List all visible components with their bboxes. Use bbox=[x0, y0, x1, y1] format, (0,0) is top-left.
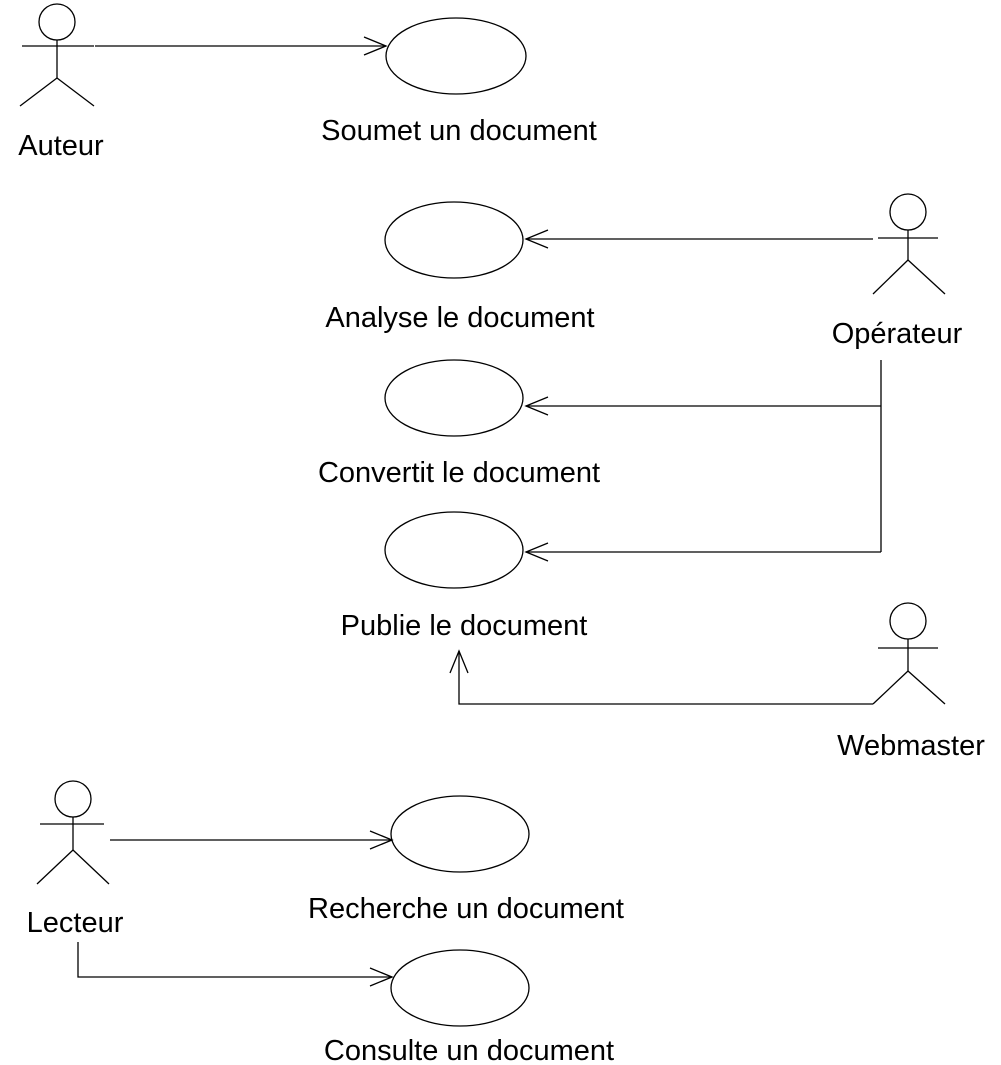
use-case-label-publie: Publie le document bbox=[341, 610, 588, 642]
use-case-ellipse bbox=[384, 201, 524, 279]
association-operateur-convertit-publie bbox=[524, 360, 882, 562]
actor-leg-left bbox=[19, 77, 58, 107]
actor-leg-right bbox=[72, 849, 110, 885]
use-case-soumet[interactable]: Soumet un document bbox=[321, 17, 597, 147]
arrowhead bbox=[363, 36, 388, 56]
arrowhead bbox=[524, 396, 549, 416]
association-line bbox=[77, 942, 392, 978]
association-lecteur-recherche bbox=[110, 830, 394, 850]
actor-operateur[interactable]: Opérateur bbox=[832, 193, 963, 350]
use-case-label-convertit: Convertit le document bbox=[318, 457, 600, 489]
actor-head bbox=[54, 780, 92, 818]
arrowhead bbox=[449, 649, 469, 674]
actor-label-auteur: Auteur bbox=[18, 130, 104, 162]
actor-leg-right bbox=[907, 670, 946, 705]
use-case-label-consulte: Consulte un document bbox=[324, 1035, 614, 1065]
use-case-label-recherche: Recherche un document bbox=[308, 893, 624, 925]
actor-auteur[interactable]: Auteur bbox=[18, 3, 104, 162]
use-case-ellipse bbox=[384, 359, 524, 437]
actor-label-webmaster: Webmaster bbox=[837, 730, 985, 762]
actor-head bbox=[38, 3, 76, 41]
use-case-consulte[interactable]: Consulte un document bbox=[324, 949, 614, 1065]
use-case-ellipse bbox=[384, 511, 524, 589]
actor-leg-left bbox=[872, 670, 909, 705]
actor-label-lecteur: Lecteur bbox=[27, 907, 124, 939]
actor-leg-left bbox=[872, 259, 909, 295]
association-auteur-soumet bbox=[95, 36, 388, 56]
actor-leg-right bbox=[56, 77, 95, 107]
arrowhead bbox=[369, 830, 394, 850]
association-operateur-analyse bbox=[524, 229, 873, 249]
use-case-ellipse bbox=[390, 795, 530, 873]
actor-leg-left bbox=[36, 849, 74, 885]
actor-lecteur[interactable]: Lecteur bbox=[27, 780, 124, 939]
use-case-convertit[interactable]: Convertit le document bbox=[318, 359, 600, 489]
arrowhead bbox=[524, 542, 549, 562]
actor-webmaster[interactable]: Webmaster bbox=[837, 602, 985, 762]
use-case-label-soumet: Soumet un document bbox=[321, 115, 597, 147]
actor-leg-right bbox=[907, 259, 946, 295]
use-case-ellipse bbox=[385, 17, 527, 95]
use-case-recherche[interactable]: Recherche un document bbox=[308, 795, 624, 925]
actor-head bbox=[889, 193, 927, 231]
arrowhead bbox=[524, 229, 549, 249]
use-case-publie[interactable]: Publie le document bbox=[341, 511, 588, 642]
association-lecteur-consulte bbox=[77, 942, 394, 987]
arrowhead bbox=[369, 967, 394, 987]
association-line bbox=[458, 651, 873, 705]
use-case-label-analyse: Analyse le document bbox=[325, 302, 594, 334]
association-webmaster-publie bbox=[449, 649, 873, 705]
actor-label-operateur: Opérateur bbox=[832, 318, 963, 350]
use-case-analyse[interactable]: Analyse le document bbox=[325, 201, 595, 334]
actor-head bbox=[889, 602, 927, 640]
use-case-ellipse bbox=[390, 949, 530, 1027]
